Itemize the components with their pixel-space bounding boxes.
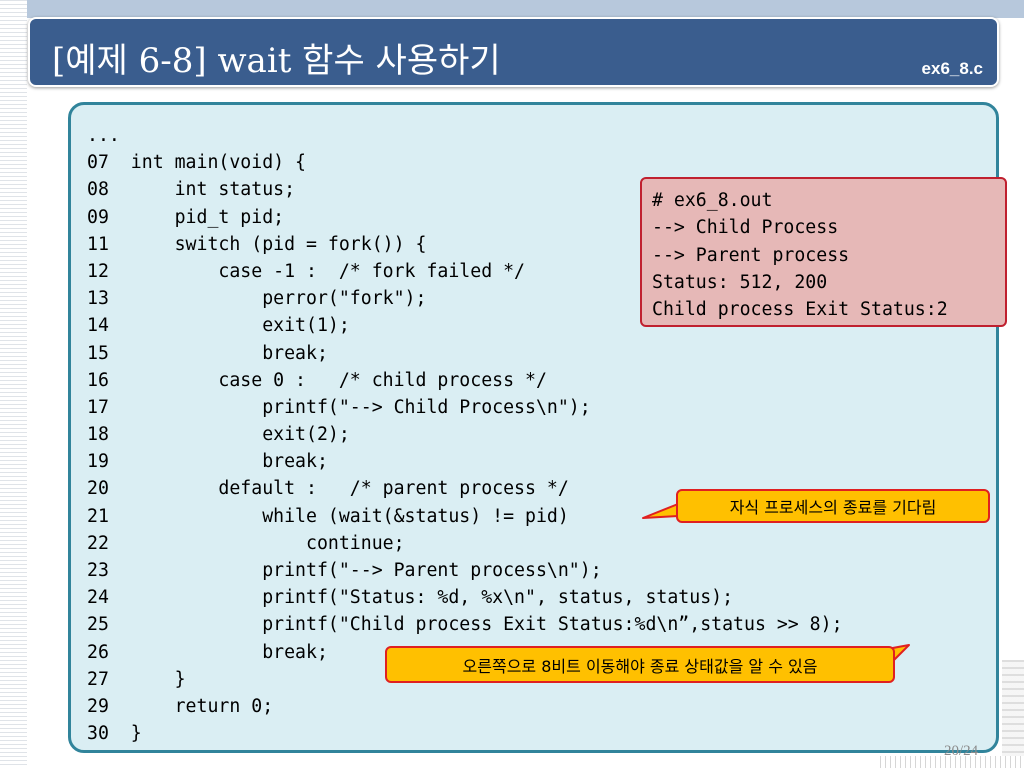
code-line: 13 perror("fork"); [87,288,427,310]
left-stripe-decoration [0,0,27,768]
code-line: 15 break; [87,342,328,364]
code-line: 08 int status; [87,179,296,201]
code-line: 17 printf("--> Child Process\n"); [87,396,591,418]
code-line: 29 return 0; [87,695,274,717]
bottom-decoration [880,756,1024,768]
output-line: # ex6_8.out [652,190,773,211]
code-line: 18 exit(2); [87,424,350,446]
callout-pointer-wait [642,503,679,519]
corner-decoration [1002,660,1024,760]
code-line: 20 default : /* parent process */ [87,478,569,500]
code-line: 23 printf("--> Parent process\n"); [87,560,602,581]
code-line: 16 case 0 : /* child process */ [87,369,547,391]
code-line: 09 pid_t pid; [87,206,285,228]
code-line: 19 break; [87,451,328,473]
code-line: 30 } [87,723,142,745]
code-listing: ... 07 int main(void) { 08 int status; 09 p… [87,122,843,747]
page-number: 20/24 [944,743,979,759]
output-line: --> Parent process [652,244,850,266]
code-line: 07 int main(void) { [87,152,306,174]
code-line: 24 printf("Status: %d, %x\n", status, st… [87,587,734,609]
callout-shift-note: 오른쪽으로 8비트 이동해야 종료 상태값을 알 수 있음 [385,646,895,683]
slide-title-bar: [예제 6-8] wait 함수 사용하기 ex6_8.c [28,17,999,87]
output-line: Child process Exit Status:2 [652,299,948,321]
code-line: ... [87,125,120,146]
code-line: 22 continue; [87,532,405,554]
output-line: --> Child Process [652,217,839,239]
code-line: 11 switch (pid = fork()) { [87,233,427,255]
code-line: 25 printf("Child process Exit Status:%d\… [87,614,843,636]
code-line: 21 while (wait(&status) != pid) [87,505,569,527]
code-line: 26 break; [87,641,328,663]
output-line: Status: 512, 200 [652,271,828,293]
code-line: 27 } [87,668,186,690]
callout-wait-note: 자식 프로세스의 종료를 기다림 [676,489,990,523]
program-output-box: # ex6_8.out --> Child Process --> Parent… [640,177,1007,327]
slide-title: [예제 6-8] wait 함수 사용하기 [52,41,501,81]
code-line: 12 case -1 : /* fork failed */ [87,260,525,282]
top-band [0,0,1024,18]
code-line: 14 exit(1); [87,315,350,337]
source-filename: ex6_8.c [921,59,983,78]
